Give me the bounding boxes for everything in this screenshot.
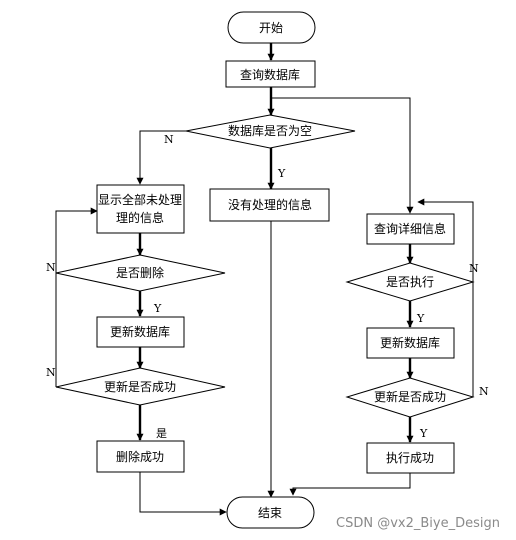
node-delete-ok — [96, 440, 185, 473]
node-db-empty-label: 数据库是否为空 — [228, 123, 312, 138]
label-update-right-yes: Y — [419, 427, 428, 440]
label-delete-yes: Y — [153, 302, 162, 315]
edge-right-loop-execute — [417, 198, 474, 282]
nodes: 开始 查询数据库 数据库是否为空 没有处理的信息 显示全部未处理 理的信息 是否… — [55, 11, 475, 529]
label-update-left-no: N — [46, 366, 56, 379]
node-update-db-left — [96, 316, 185, 348]
node-is-execute — [345, 262, 475, 302]
edge-dbempty-no — [136, 130, 186, 185]
node-update-db-right-label: 更新数据库 — [380, 335, 440, 350]
node-update-db-right — [366, 327, 455, 359]
node-no-pending — [209, 188, 330, 222]
edge-labels: N Y N Y N 是 N Y N Y — [46, 133, 489, 440]
watermark-text: CSDN @vx2_Biye_Design — [336, 516, 500, 531]
edge-executeok-end — [289, 473, 411, 496]
node-is-delete — [55, 254, 226, 292]
node-execute-ok-label: 执行成功 — [386, 451, 434, 465]
node-execute-ok — [366, 442, 455, 474]
node-query-detail-label: 查询详细信息 — [374, 221, 446, 236]
node-is-execute-label: 是否执行 — [386, 275, 434, 289]
node-end-label: 结束 — [258, 506, 282, 520]
node-update-ok-right — [345, 377, 475, 418]
node-is-delete-label: 是否删除 — [116, 265, 164, 280]
node-delete-ok-label: 删除成功 — [116, 449, 164, 464]
node-end — [226, 496, 315, 529]
node-start — [227, 11, 316, 44]
label-execute-no: N — [469, 262, 479, 275]
node-query-db-label: 查询数据库 — [240, 67, 300, 82]
edges — [55, 43, 474, 516]
node-update-ok-left-label: 更新是否成功 — [104, 379, 176, 394]
node-update-db-left-label: 更新数据库 — [110, 324, 170, 339]
node-start-label: 开始 — [259, 21, 283, 35]
label-delete-no: N — [46, 261, 56, 274]
label-empty-yes: Y — [277, 167, 286, 180]
edge-query-right-branch — [271, 97, 414, 214]
label-execute-yes: Y — [416, 312, 425, 325]
edge-left-loop — [55, 207, 98, 387]
node-show-pending — [96, 184, 185, 234]
node-show-pending-line1: 显示全部未处理 — [98, 192, 182, 207]
edge-deleteok-end — [139, 472, 227, 516]
node-no-pending-label: 没有处理的信息 — [228, 197, 312, 212]
node-db-empty — [185, 114, 356, 149]
node-update-ok-left — [55, 367, 226, 406]
node-show-pending-line2: 理的信息 — [116, 210, 164, 225]
node-update-ok-right-label: 更新是否成功 — [374, 389, 446, 404]
node-query-db — [225, 60, 316, 88]
label-update-left-yes: 是 — [156, 427, 167, 440]
label-update-right-no: N — [479, 385, 489, 398]
node-query-detail — [366, 213, 455, 245]
label-empty-no: N — [164, 133, 174, 146]
